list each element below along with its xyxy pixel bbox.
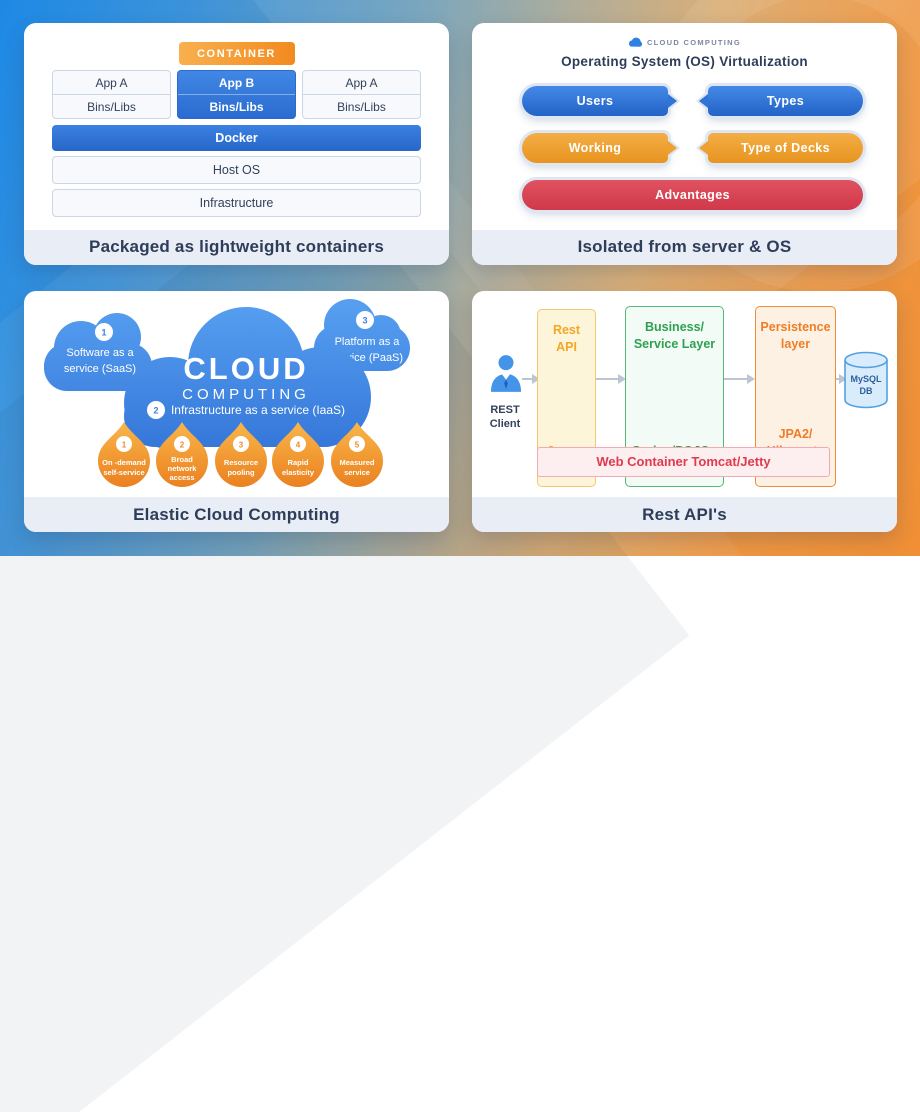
svg-text:elasticity: elasticity bbox=[282, 468, 315, 477]
step-circle bbox=[356, 310, 374, 329]
drop-broad-network: 2 Broad network access bbox=[156, 421, 208, 487]
caption-elastic-cloud: Elastic Cloud Computing bbox=[24, 497, 449, 532]
saas-cloud: 1 Software as a service (SaaS) bbox=[44, 312, 152, 391]
database-cylinder-icon: MySQL DB bbox=[844, 351, 888, 408]
flow-arrow bbox=[522, 373, 540, 384]
libs-cell: Bins/Libs bbox=[303, 94, 420, 118]
container-tag: CONTAINER bbox=[178, 42, 295, 65]
step-circle bbox=[147, 400, 165, 419]
step-number: 1 bbox=[101, 327, 106, 337]
docker-layer-bar: Docker bbox=[52, 125, 421, 151]
paas-label: Platform as a bbox=[335, 336, 401, 348]
caption-os-virtualization: Isolated from server & OS bbox=[472, 229, 897, 265]
pill-types[interactable]: Types bbox=[708, 86, 863, 116]
box-top-label: Rest API bbox=[552, 322, 581, 354]
svg-text:service: service bbox=[344, 468, 370, 477]
svg-text:5: 5 bbox=[355, 440, 360, 449]
svg-text:network: network bbox=[168, 464, 198, 473]
db-label: DB bbox=[860, 386, 873, 396]
drop-on-demand: 1 On -demand self-service bbox=[98, 421, 150, 487]
app-column-b: App B Bins/Libs bbox=[177, 70, 296, 119]
card-elastic-cloud: 1 Software as a service (SaaS) 3 Platfor… bbox=[24, 290, 449, 532]
pill-type-of-decks[interactable]: Type of Decks bbox=[708, 133, 863, 163]
app-column-a1: App A Bins/Libs bbox=[52, 70, 171, 119]
logo-row: CLOUD COMPUTING bbox=[472, 37, 897, 47]
svg-text:pooling: pooling bbox=[227, 468, 254, 477]
svg-text:2: 2 bbox=[180, 440, 185, 449]
svg-text:3: 3 bbox=[239, 440, 244, 449]
pill-advantages[interactable]: Advantages bbox=[522, 180, 863, 210]
libs-cell: Bins/Libs bbox=[53, 94, 170, 118]
iaas-label: Infrastructure as a service (IaaS) bbox=[171, 403, 345, 417]
caption-docker: Packaged as lightweight containers bbox=[24, 229, 449, 265]
cloud-subtitle: COMPUTING bbox=[182, 386, 310, 403]
svg-text:self-service: self-service bbox=[103, 468, 144, 477]
flow-arrow bbox=[832, 373, 847, 384]
rest-client-label: REST Client bbox=[489, 403, 521, 430]
card-grid: CONTAINER App A Bins/Libs App B Bins/Lib… bbox=[0, 0, 920, 556]
logo-text: CLOUD COMPUTING bbox=[646, 37, 742, 47]
svg-text:Rapid: Rapid bbox=[288, 458, 309, 467]
drop-rapid-elasticity: 4 Rapid elasticity bbox=[272, 421, 324, 487]
svg-text:access: access bbox=[169, 473, 194, 482]
box-top-label: Persistence layer bbox=[760, 319, 831, 351]
pill-users[interactable]: Users bbox=[522, 86, 668, 116]
svg-text:Broad: Broad bbox=[171, 455, 193, 464]
step-circle bbox=[95, 322, 113, 341]
flow-arrow bbox=[594, 373, 626, 384]
card-rest-api: REST Client Rest API Jersey Business/ bbox=[472, 290, 897, 532]
drop-resource-pooling: 3 Resource pooling bbox=[215, 421, 267, 487]
rest-client-person-icon bbox=[490, 354, 522, 392]
main-cloud: CLOUD COMPUTING 2 Infrastructure as a se… bbox=[124, 306, 371, 449]
svg-text:1: 1 bbox=[122, 440, 127, 449]
cloud-title: CLOUD bbox=[183, 351, 308, 386]
saas-label: service (SaaS) bbox=[64, 363, 136, 375]
svg-text:On -demand: On -demand bbox=[102, 458, 146, 467]
osv-title: Operating System (OS) Virtualization bbox=[561, 54, 808, 69]
step-number: 3 bbox=[362, 315, 367, 325]
pill-working[interactable]: Working bbox=[522, 133, 668, 163]
app-row: App A Bins/Libs App B Bins/Libs App A Bi… bbox=[52, 70, 421, 119]
svg-text:4: 4 bbox=[296, 440, 301, 449]
svg-text:Measured: Measured bbox=[339, 458, 374, 467]
caption-rest-api: Rest API's bbox=[472, 497, 897, 532]
app-cell: App A bbox=[95, 75, 128, 90]
web-container-bar: Web Container Tomcat/Jetty bbox=[537, 446, 830, 477]
svg-text:Resource: Resource bbox=[224, 458, 258, 467]
app-cell: App B bbox=[218, 75, 255, 90]
saas-label: Software as a bbox=[66, 347, 134, 359]
cloud-icon bbox=[628, 37, 642, 47]
host-os-layer-bar: Host OS bbox=[52, 156, 421, 184]
step-number: 2 bbox=[153, 405, 158, 415]
pill-rows: Users Types Working Type of Decks Advant… bbox=[472, 86, 897, 210]
app-cell: App A bbox=[345, 75, 378, 90]
drop-measured-service: 5 Measured service bbox=[331, 421, 383, 487]
db-label: MySQL bbox=[850, 374, 882, 384]
paas-cloud: 3 Platform as a service (PaaS) bbox=[314, 298, 410, 371]
infrastructure-layer-bar: Infrastructure bbox=[52, 189, 421, 217]
elastic-cloud-diagram: 1 Software as a service (SaaS) 3 Platfor… bbox=[44, 298, 410, 487]
app-column-a2: App A Bins/Libs bbox=[302, 70, 421, 119]
box-top-label: Business/ Service Layer bbox=[633, 319, 716, 351]
card-os-virtualization: CLOUD COMPUTING Operating System (OS) Vi… bbox=[472, 23, 897, 265]
card-docker-stack: CONTAINER App A Bins/Libs App B Bins/Lib… bbox=[24, 23, 449, 265]
flow-arrow bbox=[722, 373, 755, 384]
libs-cell: Bins/Libs bbox=[178, 94, 295, 118]
